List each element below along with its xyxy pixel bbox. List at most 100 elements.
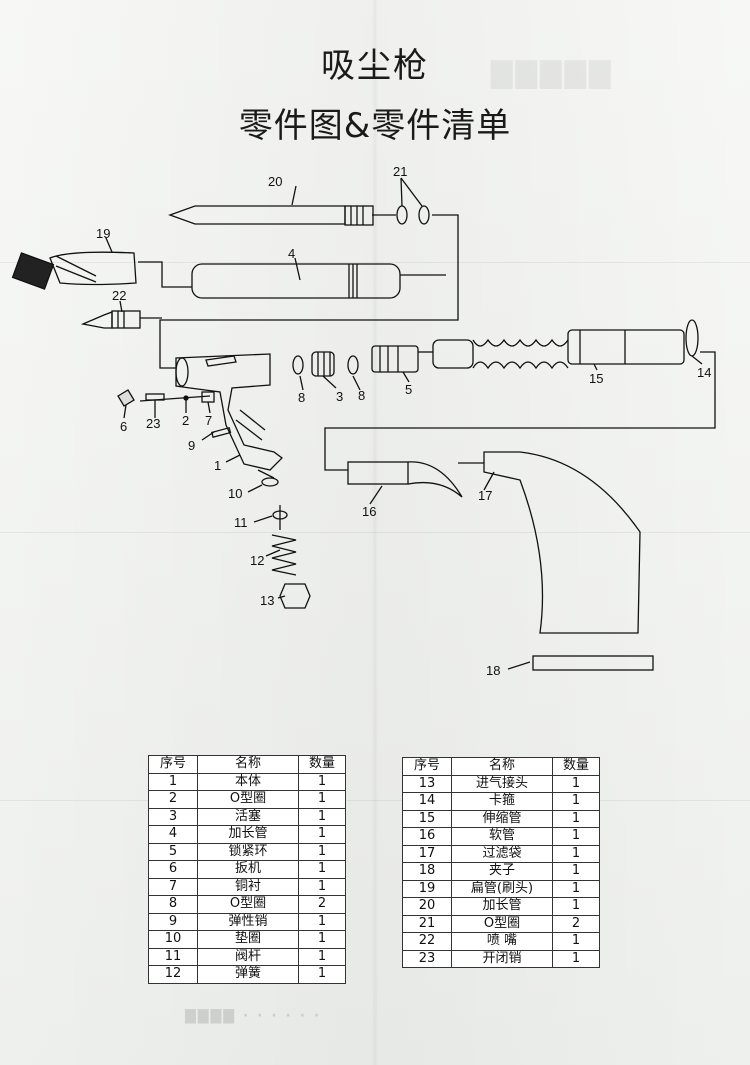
cell-no: 18 [402,862,452,881]
fold-line [0,532,750,533]
cell-qty: 1 [552,897,600,916]
cell-no: 21 [402,914,452,933]
column-header-no: 序号 [148,755,198,774]
bleed-through-footer: ▇▇▇▇ · · · · · · [185,1008,322,1024]
leader-line [123,404,127,419]
table-header-row: 序号 名称 数量 [402,757,600,776]
cell-qty: 1 [552,879,600,898]
cell-no: 23 [402,949,452,968]
part-15-telescopic-hose [432,329,685,370]
cell-name: 开闭销 [451,949,553,968]
column-header-name: 名称 [197,755,299,774]
leader-line [352,375,361,391]
callout-11: 11 [234,515,248,530]
cell-qty: 1 [552,862,600,881]
callout-13: 13 [260,593,274,608]
leader-line [277,595,286,599]
part-16-hose [347,461,463,498]
cell-qty: 2 [298,895,346,914]
cell-name: 弹簧 [197,965,299,984]
callout-14: 14 [697,365,711,380]
page-title: 吸尘枪 [321,46,429,86]
connector-line [324,351,716,471]
leader-line [400,177,403,207]
part-3-piston [311,351,335,377]
fold-line [0,800,750,801]
cell-qty: 1 [552,949,600,968]
callout-17: 17 [478,488,492,503]
cell-qty: 1 [298,860,346,879]
leader-line [225,454,241,463]
cell-qty: 1 [552,809,600,828]
cell-qty: 1 [552,844,600,863]
callout-8: 8 [298,390,305,405]
part-1-gun-body [175,353,283,471]
cell-no: 6 [148,860,198,879]
callout-6: 6 [120,419,127,434]
cell-no: 13 [402,774,452,793]
part-6-trigger [117,389,135,407]
part-8-o-ring [292,355,304,375]
leader-line [299,375,304,391]
callout-18: 18 [486,663,500,678]
cell-name: 本体 [197,772,299,791]
cell-no: 4 [148,825,198,844]
cell-qty: 1 [552,774,600,793]
leader-line [322,375,337,389]
column-header-qty: 数量 [552,757,600,776]
connector-line [257,469,275,479]
cell-no: 12 [148,965,198,984]
connector-line [159,214,459,369]
part-13-air-inlet [279,583,311,609]
cell-no: 16 [402,827,452,846]
column-header-no: 序号 [402,757,452,776]
part-17-filter-bag [483,451,641,634]
cell-no: 11 [148,947,198,966]
cell-name: 加长管 [451,897,553,916]
cell-name: 夹子 [451,862,553,881]
part-22-nozzle [80,310,141,329]
cell-name: 进气接头 [451,774,553,793]
fold-line [0,262,750,263]
cell-name: 卡箍 [451,792,553,811]
callout-7: 7 [205,413,212,428]
cell-no: 17 [402,844,452,863]
cell-name: 阀杆 [197,947,299,966]
part-11-valve-stem [272,505,288,530]
leader-line [483,471,495,491]
column-header-qty: 数量 [298,755,346,774]
leader-line [265,549,281,557]
callout-12: 12 [250,553,264,568]
callout-4: 4 [288,246,295,261]
callout-8: 8 [358,388,365,403]
callout-10: 10 [228,486,242,501]
callout-2: 2 [182,413,189,428]
callout-3: 3 [336,389,343,404]
callout-22: 22 [112,288,126,303]
cell-no: 14 [402,792,452,811]
cell-qty: 1 [552,827,600,846]
cell-qty: 1 [298,772,346,791]
part-14-clamp [685,319,699,357]
cell-no: 8 [148,895,198,914]
leader-line [253,515,273,523]
cell-no: 10 [148,930,198,949]
part-4-extension-tube [191,263,401,299]
cell-qty: 1 [298,912,346,931]
cell-qty: 1 [298,825,346,844]
